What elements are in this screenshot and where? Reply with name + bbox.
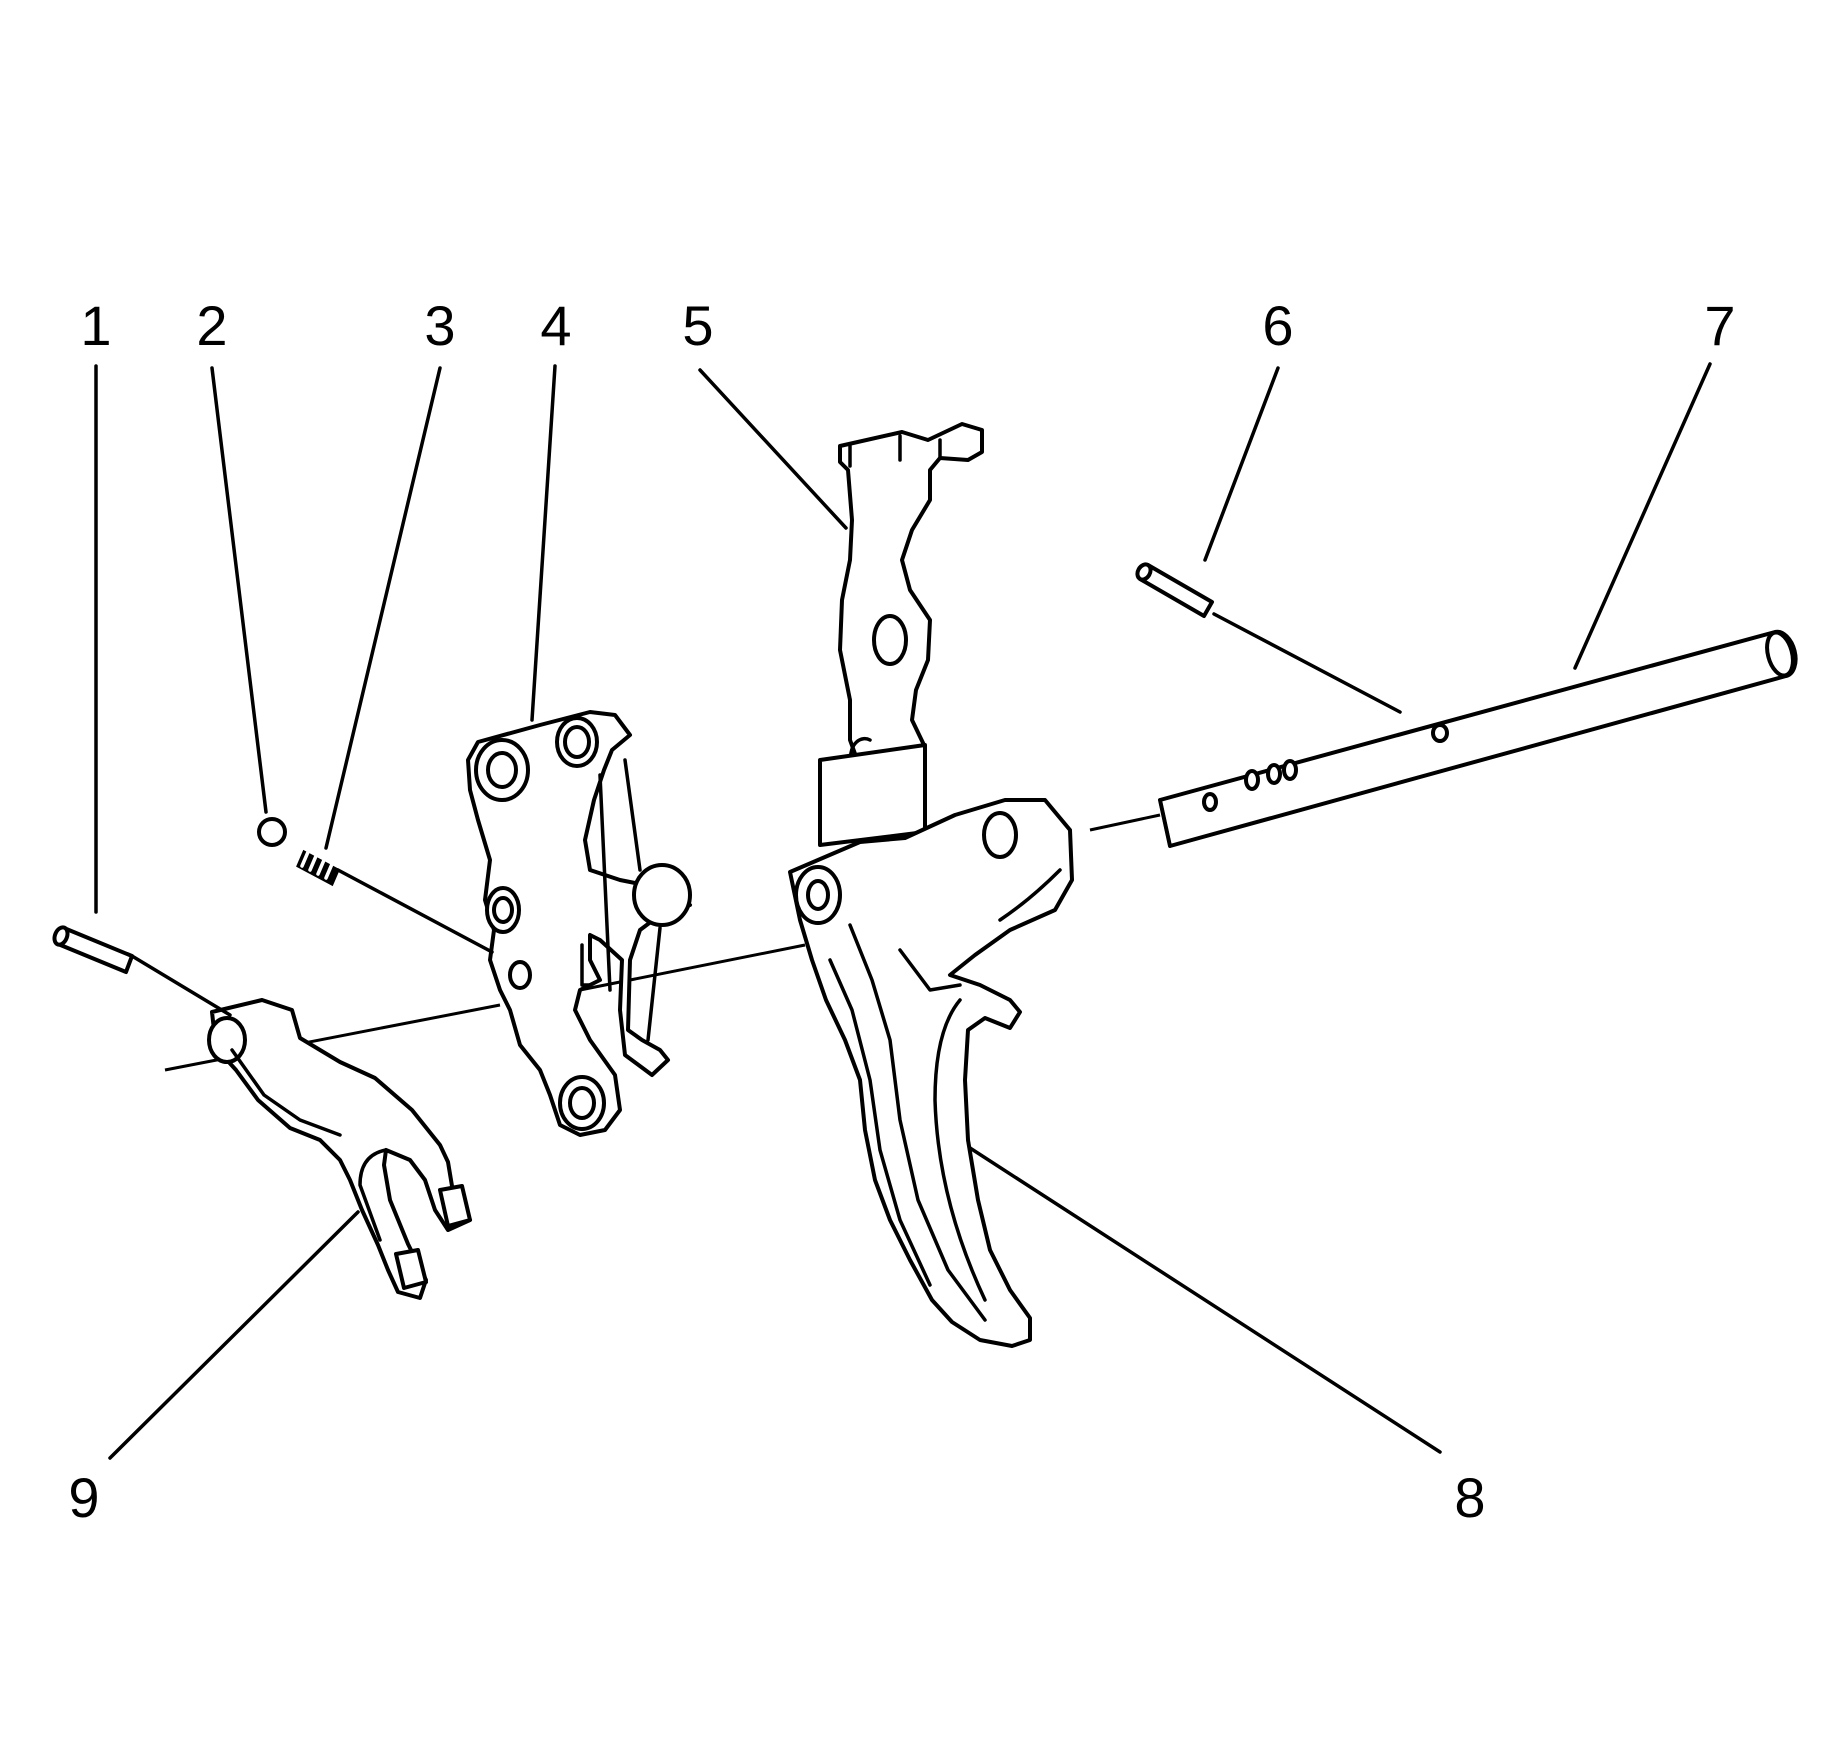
callout-3: 3 (424, 294, 455, 357)
shift-fork-large (788, 798, 1074, 1348)
callout-6: 6 (1262, 294, 1293, 357)
leader-lines (94, 362, 1712, 1460)
callout-8: 8 (1454, 1466, 1485, 1529)
roll-pin-right (1135, 562, 1214, 618)
callout-labels: 1 2 3 4 5 6 7 8 9 (68, 294, 1735, 1529)
interlock-plate (466, 710, 692, 1137)
detent-ball (257, 817, 287, 847)
callout-2: 2 (196, 294, 227, 357)
detent-spring (296, 849, 340, 887)
callout-4: 4 (540, 294, 571, 357)
shift-rail (1158, 629, 1798, 848)
selector-lever (818, 422, 984, 847)
callout-1: 1 (80, 294, 111, 357)
callout-7: 7 (1704, 294, 1735, 357)
roll-pin-left (52, 925, 134, 974)
shift-fork-small (207, 998, 472, 1300)
callout-5: 5 (682, 294, 713, 357)
callout-9: 9 (68, 1466, 99, 1529)
